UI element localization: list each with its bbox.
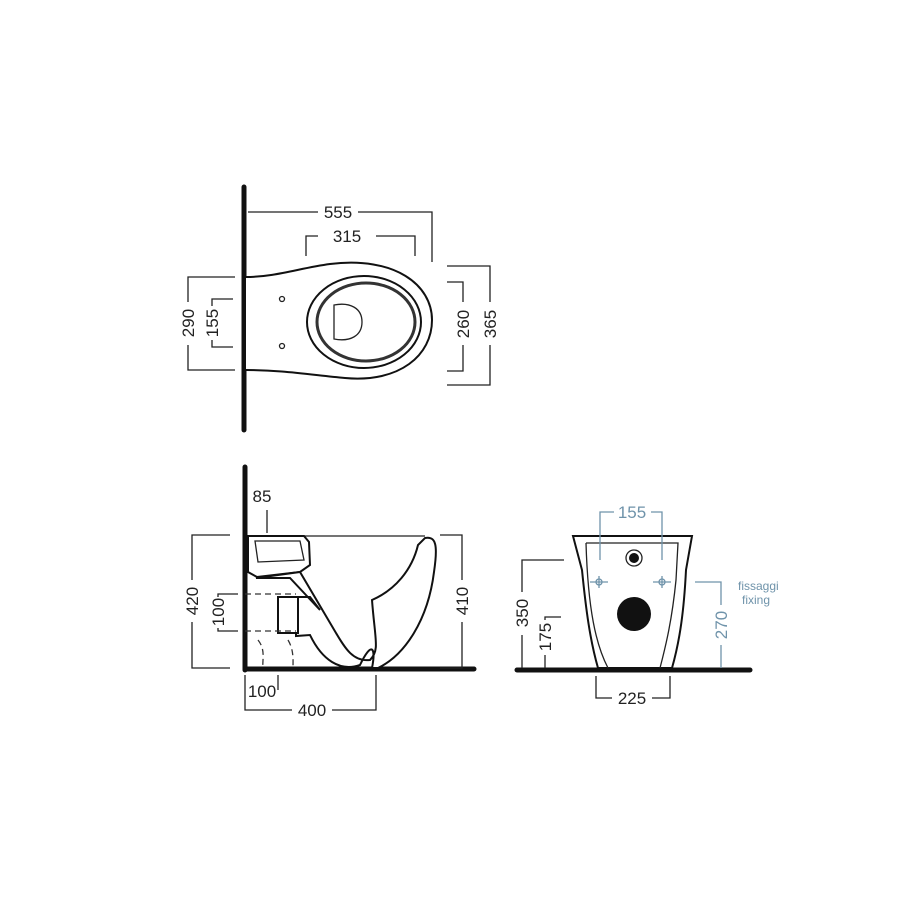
side-view: 85 420 100 410 100 400: [183, 464, 477, 720]
dim-100-horizontal: 100: [248, 682, 276, 701]
dim-315: 315: [333, 227, 361, 246]
seat-rim: [315, 281, 417, 363]
dim-410: 410: [453, 587, 472, 615]
fixing-hole: [278, 342, 286, 350]
dim-100-vertical: 100: [209, 598, 228, 626]
dim-555: 555: [324, 203, 352, 222]
dim-260: 260: [454, 310, 473, 338]
dim-155-front: 155: [618, 503, 646, 522]
outlet-spigot: [277, 596, 299, 634]
dim-225: 225: [618, 689, 646, 708]
fixing-label-italian: fissaggi: [738, 579, 779, 593]
dim-420: 420: [183, 587, 202, 615]
top-view: 555 315 290 155 260 365: [179, 184, 500, 433]
dim-270: 270: [712, 611, 731, 639]
front-view: 155 350 175 270 fissaggi fixing 225: [513, 503, 779, 708]
dim-155: 155: [203, 309, 222, 337]
fixing-hole: [278, 295, 286, 303]
dim-400: 400: [298, 701, 326, 720]
dim-290: 290: [179, 309, 198, 337]
bowl-section: [255, 536, 437, 669]
dim-85: 85: [253, 487, 272, 506]
outlet-hole: [617, 597, 651, 631]
fixing-point-right: [653, 576, 671, 588]
dim-175: 175: [536, 623, 555, 651]
fixing-label-english: fixing: [742, 593, 770, 607]
bowl-opening: [333, 303, 363, 341]
inlet-hole: [625, 549, 643, 567]
cistern-inlet: [247, 535, 312, 579]
dim-365: 365: [481, 310, 500, 338]
seat-outer: [306, 275, 422, 369]
inlet-hole-fill: [629, 553, 639, 563]
dim-350: 350: [513, 599, 532, 627]
fixing-point-left: [590, 576, 608, 588]
